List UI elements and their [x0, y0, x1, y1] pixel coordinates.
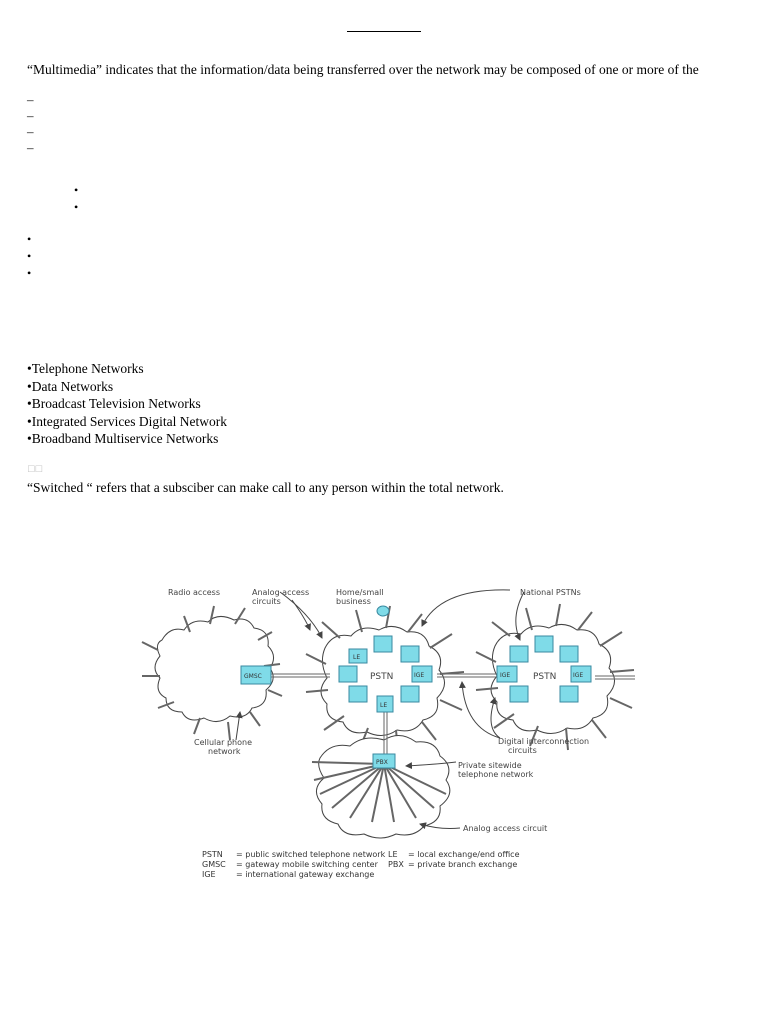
le-node: [376, 695, 394, 713]
legend-desc: = public switched telephone network: [236, 850, 386, 859]
legend-desc: = international gateway exchange: [236, 870, 374, 879]
switch-node: [534, 635, 554, 653]
le-node: [348, 648, 368, 664]
label-cellular-2: network: [208, 747, 241, 756]
legend-desc: = private branch exchange: [408, 860, 517, 869]
switch-node: [400, 685, 420, 703]
dash-item: –: [27, 140, 34, 155]
label-digital-1: Digital interconnection: [498, 737, 589, 746]
network-item-broadcast: •Broadcast Television Networks: [27, 396, 201, 411]
network-item-data: •Data Networks: [27, 379, 114, 394]
label-home-small-2: business: [336, 597, 371, 606]
switch-node: [509, 645, 529, 663]
label-cellular-1: Cellular phone: [194, 738, 252, 747]
legend-abbr: LE: [388, 850, 398, 859]
switch-node: [559, 645, 579, 663]
intro-paragraph: “Multimedia” indicates that the informat…: [27, 62, 699, 77]
switch-node: [400, 645, 420, 663]
placeholder-glyphs: □□: [28, 463, 44, 475]
dash-item: –: [27, 124, 34, 139]
legend-desc: = gateway mobile switching center: [236, 860, 379, 869]
pbx-node: [372, 753, 396, 769]
switch-node: [348, 685, 368, 703]
text-ige: IGE: [573, 672, 583, 679]
outer-bullet: •: [27, 266, 32, 280]
legend-abbr: PSTN: [202, 850, 223, 859]
text-pbx: PBX: [376, 759, 388, 766]
text-ige: IGE: [414, 672, 424, 679]
dash-item: –: [27, 108, 34, 123]
label-home-small-1: Home/small: [336, 588, 384, 597]
outer-bullet: •: [27, 232, 32, 246]
label-analog-access-circuit: Analog access circuit: [463, 824, 547, 833]
label-private-1: Private sitewide: [458, 761, 522, 770]
label-pstn-left: PSTN: [370, 672, 393, 682]
inner-bullet: •: [74, 183, 79, 197]
private-sitewide-cloud: [311, 735, 451, 839]
switch-node: [373, 635, 393, 653]
dash-item: –: [27, 92, 34, 107]
legend-abbr: IGE: [202, 870, 216, 879]
ige-node: [496, 665, 518, 683]
label-analog-access-2: circuits: [252, 597, 281, 606]
label-digital-2: circuits: [508, 746, 537, 755]
legend-abbr: GMSC: [202, 860, 226, 869]
switch-node: [509, 685, 529, 703]
switched-network-diagram: Radio access Analog access circuits Home…: [141, 588, 635, 879]
cellular-network-cloud: [141, 605, 283, 741]
title-underline: [347, 31, 421, 32]
ige-node: [570, 665, 592, 683]
inner-bullet: •: [74, 200, 79, 214]
network-item-isdn: •Integrated Services Digital Network: [27, 414, 228, 429]
text-ige: IGE: [500, 672, 510, 679]
label-radio-access: Radio access: [168, 588, 220, 597]
network-item-broadband: •Broadband Multiservice Networks: [27, 431, 219, 446]
legend-abbr: PBX: [388, 860, 404, 869]
switch-node: [559, 685, 579, 703]
text-le: LE: [380, 702, 387, 709]
switch-node: [338, 665, 358, 683]
text-le: LE: [353, 654, 360, 661]
label-analog-access-1: Analog access: [252, 588, 309, 597]
ige-node: [411, 665, 433, 683]
text-gmsc: GMSC: [244, 673, 262, 680]
label-private-2: telephone network: [458, 770, 534, 779]
diagram-legend: PSTN = public switched telephone network…: [202, 850, 520, 879]
label-pstn-right: PSTN: [533, 672, 556, 682]
switched-paragraph: “Switched “ refers that a subsciber can …: [27, 480, 504, 495]
network-item-telephone: •Telephone Networks: [27, 361, 144, 376]
legend-desc: = local exchange/end office: [408, 850, 520, 859]
home-business-icon: [376, 605, 390, 617]
outer-bullet: •: [27, 249, 32, 263]
label-national-pstns: National PSTNs: [520, 588, 581, 597]
gmsc-node: [240, 665, 272, 685]
